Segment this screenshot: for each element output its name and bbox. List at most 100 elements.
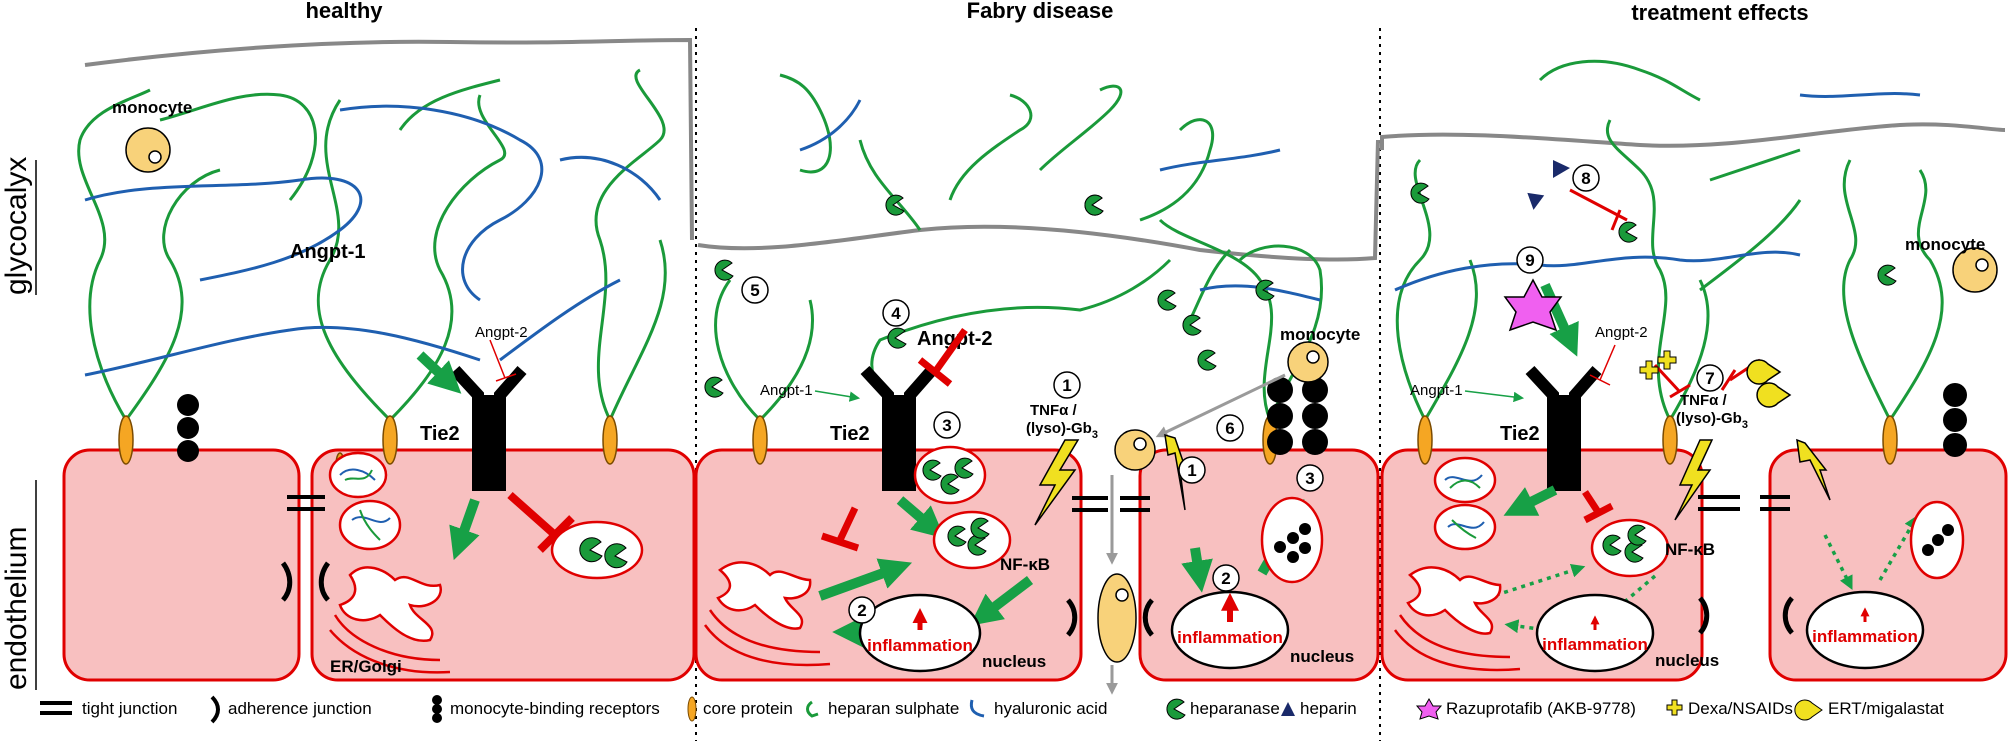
svg-text:7: 7 [1705, 369, 1714, 388]
tnf-label-treatment-line1: TNFα / [1680, 392, 1728, 409]
step-7-treatment: 7 [1696, 364, 1724, 392]
svg-text:9: 9 [1525, 251, 1534, 270]
monocyte-label-treatment: monocyte [1905, 235, 1985, 254]
legend-heparan-sulphate: heparan sulphate [806, 699, 959, 718]
svg-text:Dexa/NSAIDs: Dexa/NSAIDs [1688, 699, 1793, 718]
er-golgi [329, 561, 1521, 674]
glycocalyx-boundary-fabry [697, 139, 1380, 262]
heparanase-enzymes [579, 182, 1897, 569]
angpt2-label-healthy: Angpt-2 [475, 324, 528, 341]
monocyte-label-healthy: monocyte [112, 98, 192, 117]
tie2-receptor-healthy [450, 365, 527, 491]
step-1-fabry-right: 1 [1178, 456, 1206, 484]
step-8-treatment: 8 [1572, 164, 1600, 192]
monocyte-label-fabry: monocyte [1280, 325, 1360, 344]
tie2-receptor-fabry [860, 365, 937, 491]
er-golgi-label: ER/Golgi [330, 657, 402, 676]
svg-text:2: 2 [1221, 569, 1230, 588]
razuprotafib-star [1503, 278, 1563, 332]
step-9-treatment: 9 [1516, 246, 1544, 274]
svg-text:monocyte-binding receptors: monocyte-binding receptors [450, 699, 660, 718]
inhibition-symbols [489, 188, 1761, 553]
svg-text:endothelium: endothelium [0, 527, 33, 690]
panel-title-fabry: Fabry disease [967, 0, 1114, 23]
legend-hyaluronic-acid: hyaluronic acid [969, 699, 1107, 718]
svg-text:2: 2 [857, 601, 866, 620]
legend-monocyte-receptors: monocyte-binding receptors [432, 695, 660, 723]
svg-text:1: 1 [1187, 461, 1196, 480]
panel-title-healthy: healthy [305, 0, 383, 23]
lightning-bolts [1034, 433, 1831, 526]
nucleus-fabry-left [858, 593, 982, 673]
svg-text:ERT/migalastat: ERT/migalastat [1828, 699, 1944, 718]
tight-junctions [287, 495, 1790, 512]
dexa-crosses [1639, 350, 1677, 380]
svg-text:hyaluronic acid: hyaluronic acid [994, 699, 1107, 718]
step-3-fabry: 3 [933, 411, 961, 439]
side-label-glycocalyx: glycocalyx [0, 157, 37, 295]
angpt2-label-treatment: Angpt-2 [1595, 324, 1648, 341]
migration-arrow-adhesion [1155, 373, 1286, 438]
nucleus-label-treatment: nucleus [1655, 651, 1719, 670]
svg-text:heparanase: heparanase [1190, 699, 1280, 718]
tie2-label-healthy: Tie2 [420, 423, 460, 445]
heparan-sulphate-chains [77, 59, 1944, 422]
nucleus-treatment-left [1535, 593, 1655, 673]
monocyte-fabry-transmigrating [1097, 573, 1137, 663]
legend-razuprotafib: Razuprotafib (AKB-9778) [1415, 697, 1636, 720]
monocyte-binding-receptors [177, 377, 1967, 462]
svg-text:heparin: heparin [1300, 699, 1357, 718]
panel-title-treatment: treatment effects [1631, 0, 1808, 25]
angpt1-label-fabry: Angpt-1 [760, 382, 813, 399]
glycocalyx-boundary-treatment [1380, 122, 2006, 150]
step-1-fabry: 1 [1053, 371, 1081, 399]
angpt1-arrow-treatment [1464, 390, 1525, 403]
legend-heparanase: heparanase [1166, 698, 1280, 720]
legend-heparin: heparin [1281, 699, 1357, 718]
vesicle-fragments [339, 468, 1485, 541]
svg-text:6: 6 [1225, 419, 1234, 438]
svg-text:Razuprotafib (AKB-9778): Razuprotafib (AKB-9778) [1446, 699, 1636, 718]
nfkb-label-fabry: NF-κB [1000, 555, 1050, 574]
ert-molecules [1746, 359, 1792, 408]
svg-text:3: 3 [1305, 469, 1314, 488]
angpt1-label-treatment: Angpt-1 [1410, 382, 1463, 399]
svg-text:heparan sulphate: heparan sulphate [828, 699, 959, 718]
svg-text:adherence junction: adherence junction [228, 699, 372, 718]
legend: tight junction adherence junction monocy… [40, 695, 1944, 724]
step-3-fabry-right: 3 [1296, 464, 1324, 492]
inflammation-up-arrows [912, 592, 1870, 630]
tie2-label-fabry: Tie2 [830, 423, 870, 445]
step-5-fabry: 5 [741, 276, 769, 304]
monocyte-fabry [1287, 341, 1329, 383]
nucleus-label-fabry-right: nucleus [1290, 647, 1354, 666]
tnf-label-fabry-line1: TNFα / [1030, 402, 1078, 419]
step-4-fabry: 4 [882, 299, 910, 327]
step-2-fabry: 2 [848, 596, 876, 624]
nfkb-label-treatment: NF-κB [1665, 540, 1715, 559]
svg-text:3: 3 [942, 416, 951, 435]
nucleus-label-fabry-left: nucleus [982, 652, 1046, 671]
inflammation-label-fabry-right: inflammation [1177, 628, 1283, 647]
step-2-fabry-right: 2 [1212, 564, 1240, 592]
angpt1-label-healthy: Angpt-1 [290, 241, 366, 263]
svg-text:core protein: core protein [703, 699, 793, 718]
monocyte-fabry-adhered [1114, 429, 1156, 471]
glycocalyx-boundary-healthy [84, 37, 694, 241]
adherence-junctions [280, 561, 1794, 637]
inflammation-label-treatment-right: inflammation [1812, 627, 1918, 646]
inflammation-label-treatment-left: inflammation [1542, 635, 1648, 654]
heparin-molecules [1527, 160, 1570, 210]
svg-text:1: 1 [1062, 376, 1071, 395]
tie2-receptor-treatment [1525, 365, 1602, 491]
legend-adherence-junction: adherence junction [210, 695, 372, 724]
svg-text:glycocalyx: glycocalyx [0, 157, 33, 295]
svg-text:8: 8 [1581, 169, 1590, 188]
tnf-label-fabry-line2: (lyso)-Gb3 [1026, 420, 1098, 441]
monocyte-healthy [125, 127, 171, 173]
tie2-label-treatment: Tie2 [1500, 423, 1540, 445]
internal-receptor-dots [1274, 523, 1954, 563]
side-label-endothelium: endothelium [0, 480, 37, 690]
legend-dexa: Dexa/NSAIDs [1666, 699, 1793, 718]
